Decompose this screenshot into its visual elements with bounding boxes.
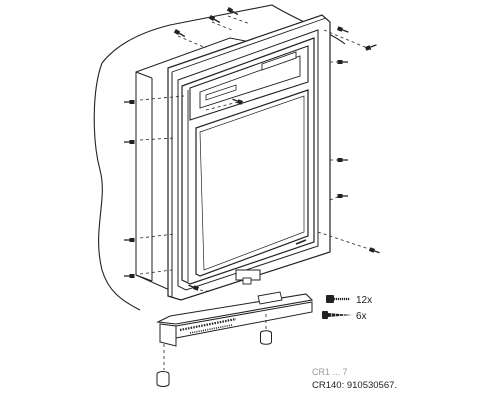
bracket-ridge-2 (189, 324, 233, 334)
opening-depth-line (135, 71, 153, 79)
screw-head (236, 99, 244, 105)
screw-head (173, 29, 181, 35)
bracket-front (159, 323, 177, 347)
bottom-latch-knob (242, 277, 252, 285)
screw-shaft (213, 18, 221, 24)
screw (336, 26, 349, 33)
screw-head (226, 7, 234, 13)
screw (337, 158, 348, 162)
guide-line (177, 35, 207, 49)
freezer-latch (205, 84, 237, 101)
bracket-tab (257, 291, 283, 305)
screw-head (364, 45, 372, 51)
screw (232, 98, 244, 105)
screw (124, 140, 135, 144)
foot-right (260, 330, 272, 345)
guide-line (211, 21, 233, 31)
screw-head (337, 158, 343, 162)
screw-head (129, 140, 135, 144)
screw-head (368, 247, 376, 253)
foot-left-body (156, 374, 170, 387)
screw (337, 60, 348, 64)
opening-depth-line-bottom (135, 274, 153, 282)
screw (368, 247, 380, 254)
screw (124, 100, 135, 104)
screw (226, 7, 239, 16)
screw-shaft (231, 10, 239, 16)
bottom-bracket (156, 291, 314, 347)
screw-legend: 12x 6x (322, 295, 372, 322)
screw-shaft (374, 250, 380, 254)
guide-line (139, 95, 185, 101)
screw (337, 194, 348, 198)
screw-shaft (342, 29, 349, 33)
screw (124, 238, 135, 242)
frame-top-edge (171, 17, 327, 73)
screw-head (129, 274, 135, 278)
screw-shaft (188, 284, 194, 288)
refrigerator-body (181, 37, 315, 285)
machine-screw-icon (326, 295, 350, 303)
bracket-ridge (179, 317, 237, 332)
foot-right-body (260, 333, 272, 345)
wood-screw-icon (322, 311, 352, 319)
screw-head (336, 26, 344, 32)
wood-screw-quantity: 6x (356, 311, 367, 322)
fridge-door-inner (199, 95, 305, 271)
screw-shaft (178, 32, 186, 38)
guide-line (139, 269, 173, 275)
screw (188, 284, 200, 291)
screw-shaft (370, 44, 377, 48)
part-number-partial: CR1 ... 7 (312, 367, 348, 377)
fridge-door (195, 89, 309, 277)
guide-line (199, 289, 213, 293)
freezer-handle (261, 51, 297, 71)
screw-head (337, 60, 343, 64)
screw-head (129, 238, 135, 242)
screw (124, 274, 135, 278)
guide-line (323, 29, 373, 51)
screw (364, 44, 377, 51)
guide-line (227, 15, 251, 25)
screw-head (208, 15, 216, 21)
screw-head (337, 194, 343, 198)
machine-screw-quantity: 12x (356, 295, 372, 306)
door-hinge (295, 239, 307, 245)
screw (208, 15, 221, 24)
screw-head (192, 285, 200, 291)
screw-shaft (232, 98, 238, 102)
part-number-cr140: CR140: 910530567. (312, 380, 397, 391)
cabinet-wall-left-edge (93, 62, 141, 311)
foot-left (156, 371, 170, 387)
screw-head (129, 100, 135, 104)
screw (173, 29, 186, 38)
